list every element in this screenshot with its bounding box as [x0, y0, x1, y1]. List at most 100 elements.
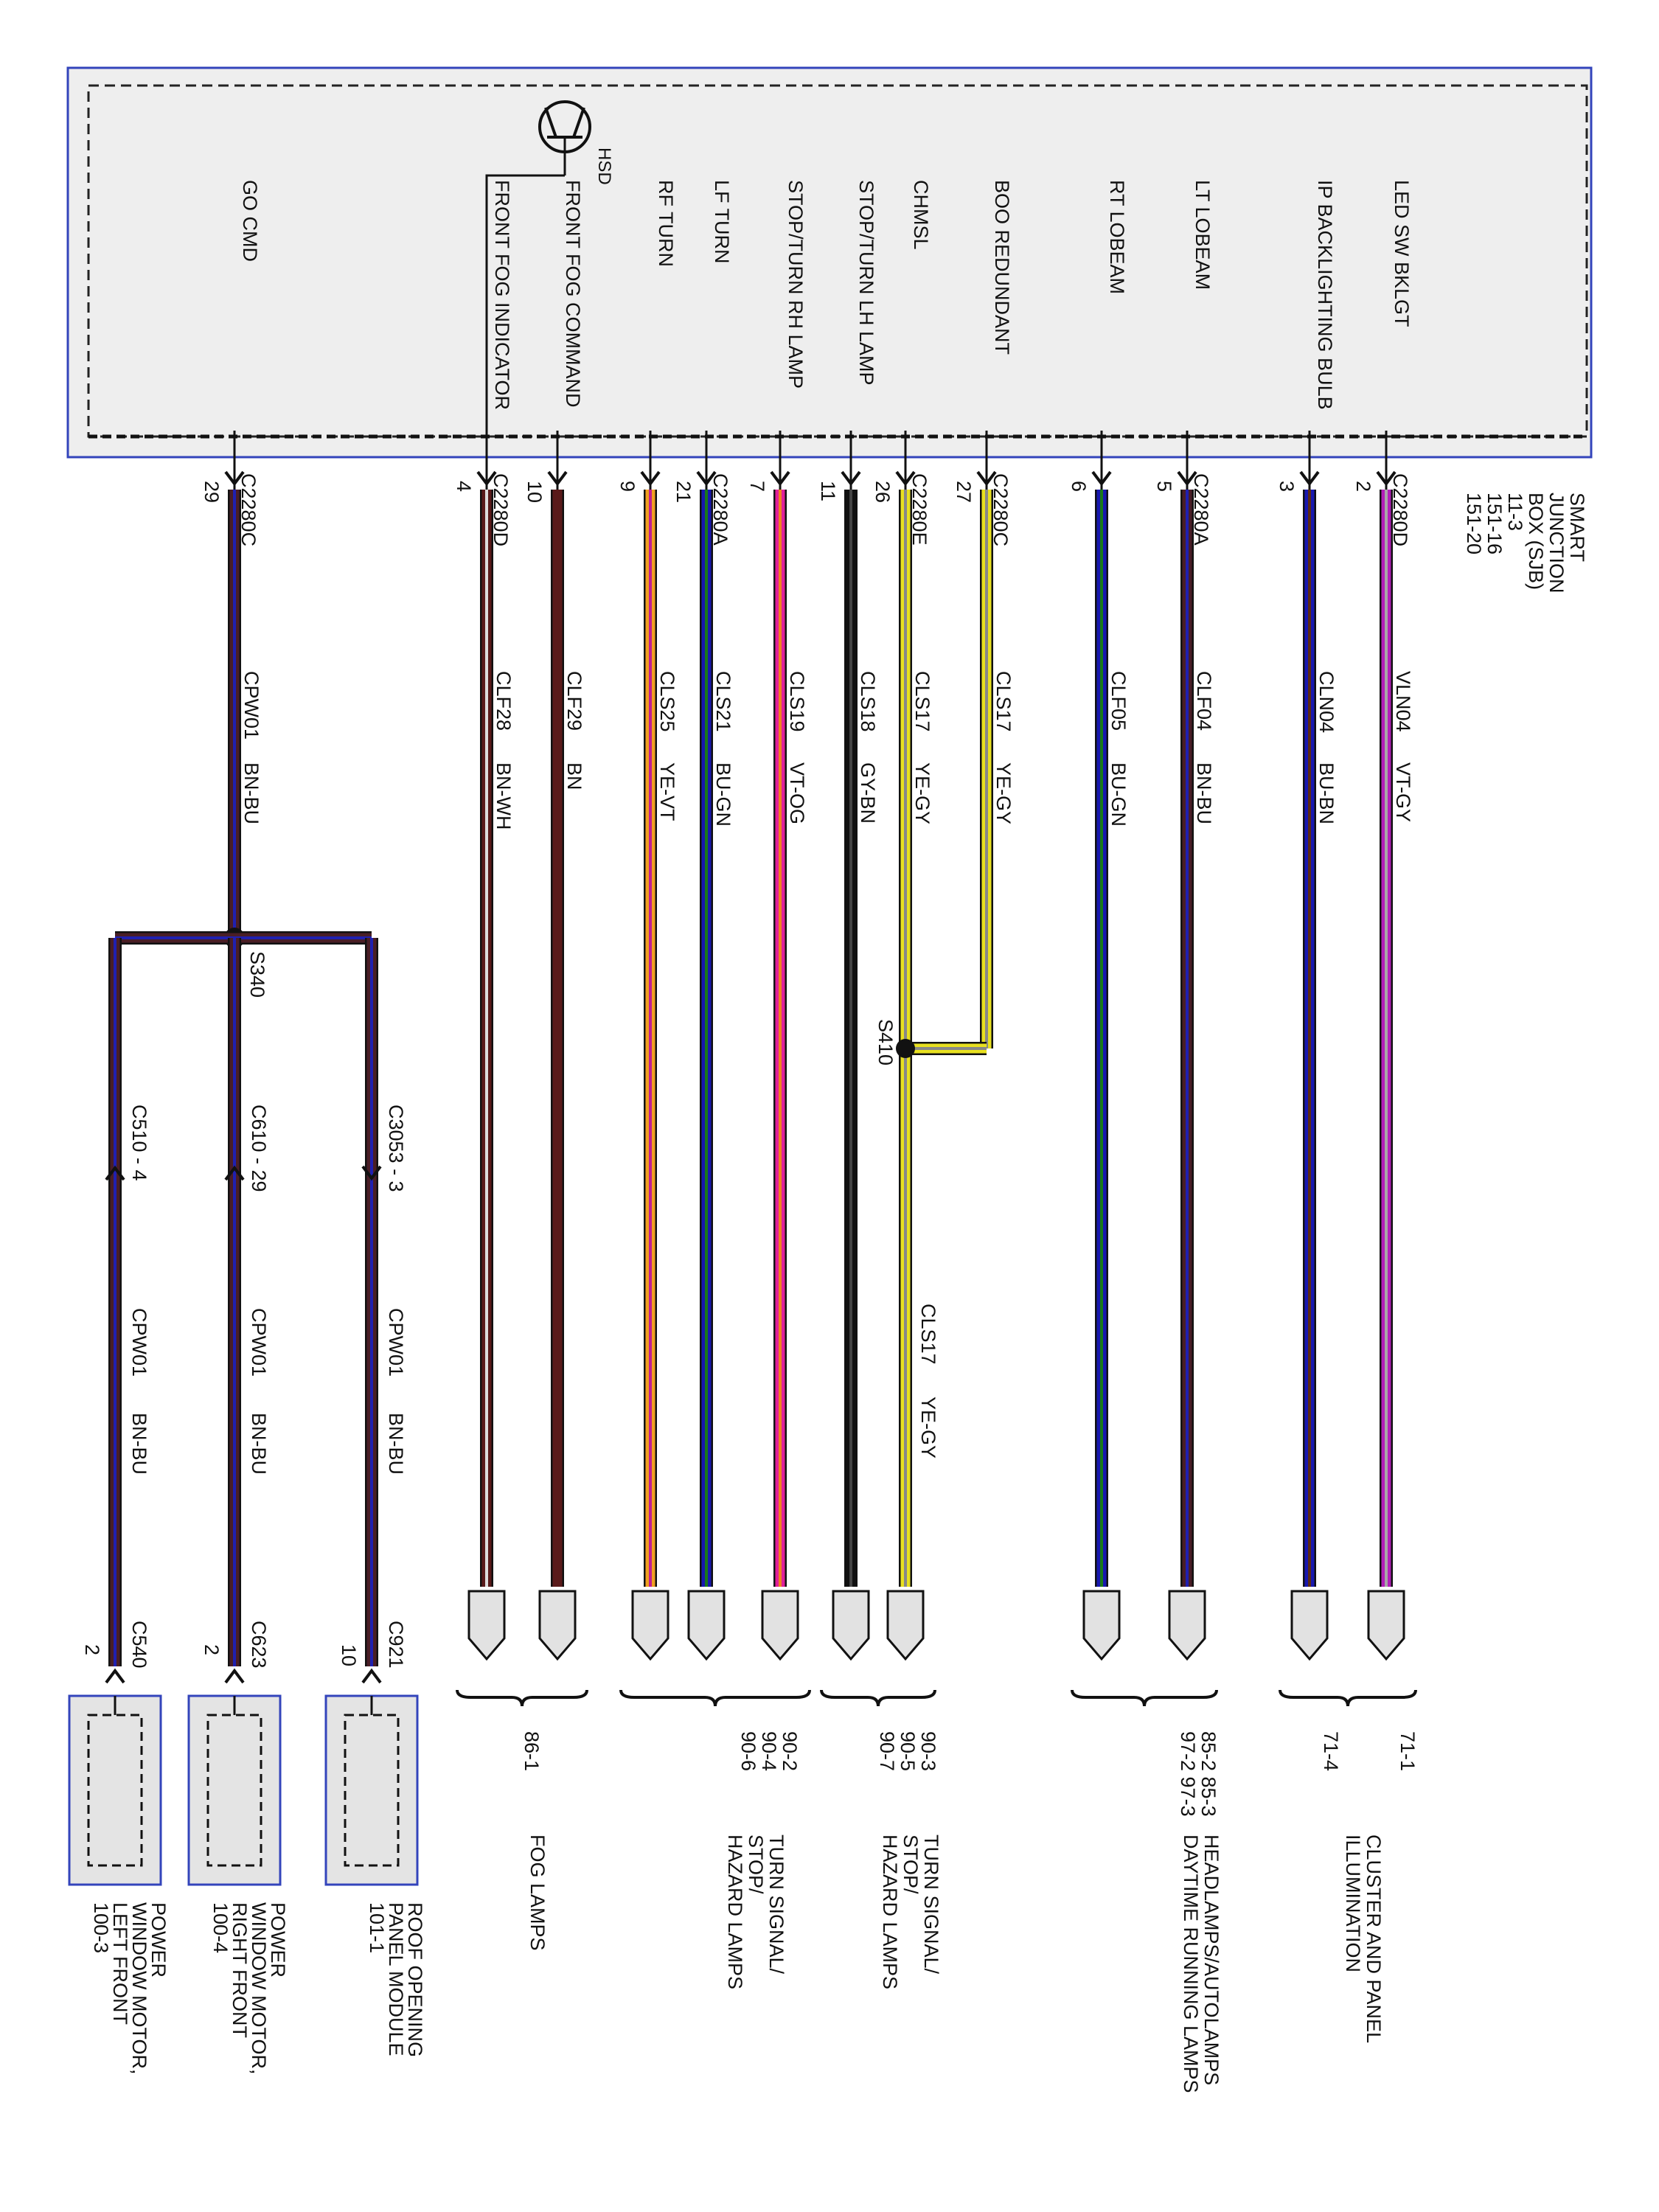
module-right: [187, 1694, 282, 1886]
color-label: BN-WH: [493, 762, 515, 830]
signal-label: LT LOBEAM: [1192, 180, 1214, 290]
color-label: VT-OG: [786, 762, 808, 824]
hsd-label: HSD: [594, 147, 614, 185]
sjb-title-line: 11-3: [1504, 493, 1526, 531]
group-ref: 90-3: [917, 1731, 939, 1771]
color-label: BN-BU: [248, 1413, 270, 1475]
connector-arrow-stop-lh: [841, 470, 861, 487]
connector-arrow-rt-lobeam: [1091, 470, 1112, 487]
signal-label: STOP/TURN LH LAMP: [855, 180, 877, 386]
splice-s340-label: S340: [246, 951, 268, 998]
sjb-title-line: 151-20: [1463, 493, 1485, 554]
circuit-label: CLS21: [712, 671, 734, 732]
color-label: YE-GY: [911, 762, 933, 824]
color-label: BU-GN: [712, 762, 734, 827]
circuit-label: CLS25: [656, 671, 678, 732]
group-brace: [1071, 1689, 1218, 1707]
sjb-title-line: 151-16: [1484, 493, 1506, 554]
group-ref: 90-7: [876, 1731, 898, 1771]
group-title-line: ILLUMINATION: [1342, 1834, 1364, 1972]
lamp-connector-stop-rh: [761, 1590, 799, 1661]
connector-arrow-lf-turn: [696, 470, 717, 487]
module-label-line: POWER: [267, 1902, 289, 1978]
color-label: GY-BN: [857, 762, 879, 824]
connector-arrow-stop-rh: [770, 470, 790, 487]
circuit-label: CLS19: [786, 671, 808, 732]
signal-label: BOO REDUNDANT: [991, 180, 1013, 355]
connector-arrow-ip: [1299, 470, 1320, 487]
circuit-label: CPW01: [248, 1308, 270, 1377]
group-ref: 90-4: [758, 1731, 780, 1771]
color-label: BN-BU: [240, 762, 262, 824]
module-left: [68, 1694, 162, 1886]
connector-label: C2280E: [908, 473, 931, 546]
group-ref: 71-4: [1320, 1731, 1342, 1771]
splice-s410-label: S410: [874, 1019, 897, 1065]
group-brace: [820, 1689, 936, 1707]
group-title-line: TURN SIGNAL/: [765, 1834, 787, 1975]
module-label-line: WINDOW MOTOR,: [128, 1902, 150, 2074]
color-label: YE-GY: [992, 762, 1015, 824]
circuit-label: CLS17: [911, 671, 933, 732]
end-arrow: [224, 1668, 245, 1684]
connector-arrow-chmsl: [895, 470, 916, 487]
inline-arrow: [224, 1165, 245, 1181]
pin-label: 10: [524, 481, 546, 503]
pin-label: 26: [872, 481, 894, 503]
pin-label: 5: [1153, 481, 1175, 492]
sjb-title-line: JUNCTION: [1545, 493, 1568, 594]
circuit-label: CPW01: [385, 1308, 407, 1377]
group-ref: 97-2 97-3: [1177, 1731, 1199, 1817]
connector-arrow-boo: [976, 470, 997, 487]
pin-label: 21: [672, 481, 695, 503]
module-label-line: WINDOW MOTOR,: [248, 1902, 270, 2074]
group-ref: 90-2: [779, 1731, 801, 1771]
group-brace: [456, 1689, 588, 1707]
pin-label: 9: [616, 481, 639, 492]
circuit-label: CLF05: [1107, 671, 1130, 731]
pin-label: 4: [453, 481, 475, 492]
inline-connector-label: C510 - 4: [128, 1105, 150, 1181]
color-label: BN-BU: [385, 1413, 407, 1475]
color-label: BU-BN: [1315, 762, 1338, 824]
signal-label: FRONT FOG INDICATOR: [491, 180, 513, 410]
module-label-line: POWER: [147, 1902, 170, 1978]
module-label-line: 100-3: [90, 1902, 112, 1953]
sjb-title-line: BOX (SJB): [1525, 493, 1547, 590]
color-label: BU-GN: [1107, 762, 1130, 827]
signal-label: IP BACKLIGHTING BULB: [1314, 180, 1336, 410]
end-pin-label: 10: [338, 1644, 360, 1666]
lamp-connector-rf-turn: [631, 1590, 669, 1661]
signal-label: LF TURN: [711, 180, 733, 264]
connector-arrow-fog-cmd: [547, 470, 568, 487]
end-pin-label: 2: [201, 1644, 223, 1655]
group-ref: 71-1: [1397, 1731, 1419, 1771]
group-title-line: HAZARD LAMPS: [724, 1834, 746, 1989]
pin-label: 27: [953, 481, 975, 503]
circuit-label: CLS17: [917, 1304, 939, 1365]
circuit-label: CLF04: [1193, 671, 1215, 731]
color-label: BN-BU: [128, 1413, 150, 1475]
signal-label: CHMSL: [910, 180, 932, 250]
end-arrow: [105, 1668, 125, 1684]
pin-label: 2: [1352, 481, 1374, 492]
circuit-label: CLS18: [857, 671, 879, 732]
color-label: YE-VT: [656, 762, 678, 821]
inline-connector-label: C3053 - 3: [385, 1105, 407, 1192]
signal-label: GO CMD: [239, 180, 261, 262]
connector-arrow-go-cmd: [224, 470, 245, 487]
end-connector-label: C921: [385, 1621, 407, 1669]
circuit-label: CLN04: [1315, 671, 1338, 733]
circuit-label: CLF29: [563, 671, 585, 731]
end-arrow: [361, 1668, 382, 1684]
group-title-line: STOP/: [900, 1834, 922, 1894]
lamp-connector-chmsl: [886, 1590, 925, 1661]
connector-label: C2280D: [1389, 473, 1411, 546]
group-title-line: STOP/: [745, 1834, 767, 1894]
connector-label: C2280A: [709, 473, 731, 546]
color-label: BN-BU: [1193, 762, 1215, 824]
signal-label: RT LOBEAM: [1106, 180, 1128, 294]
